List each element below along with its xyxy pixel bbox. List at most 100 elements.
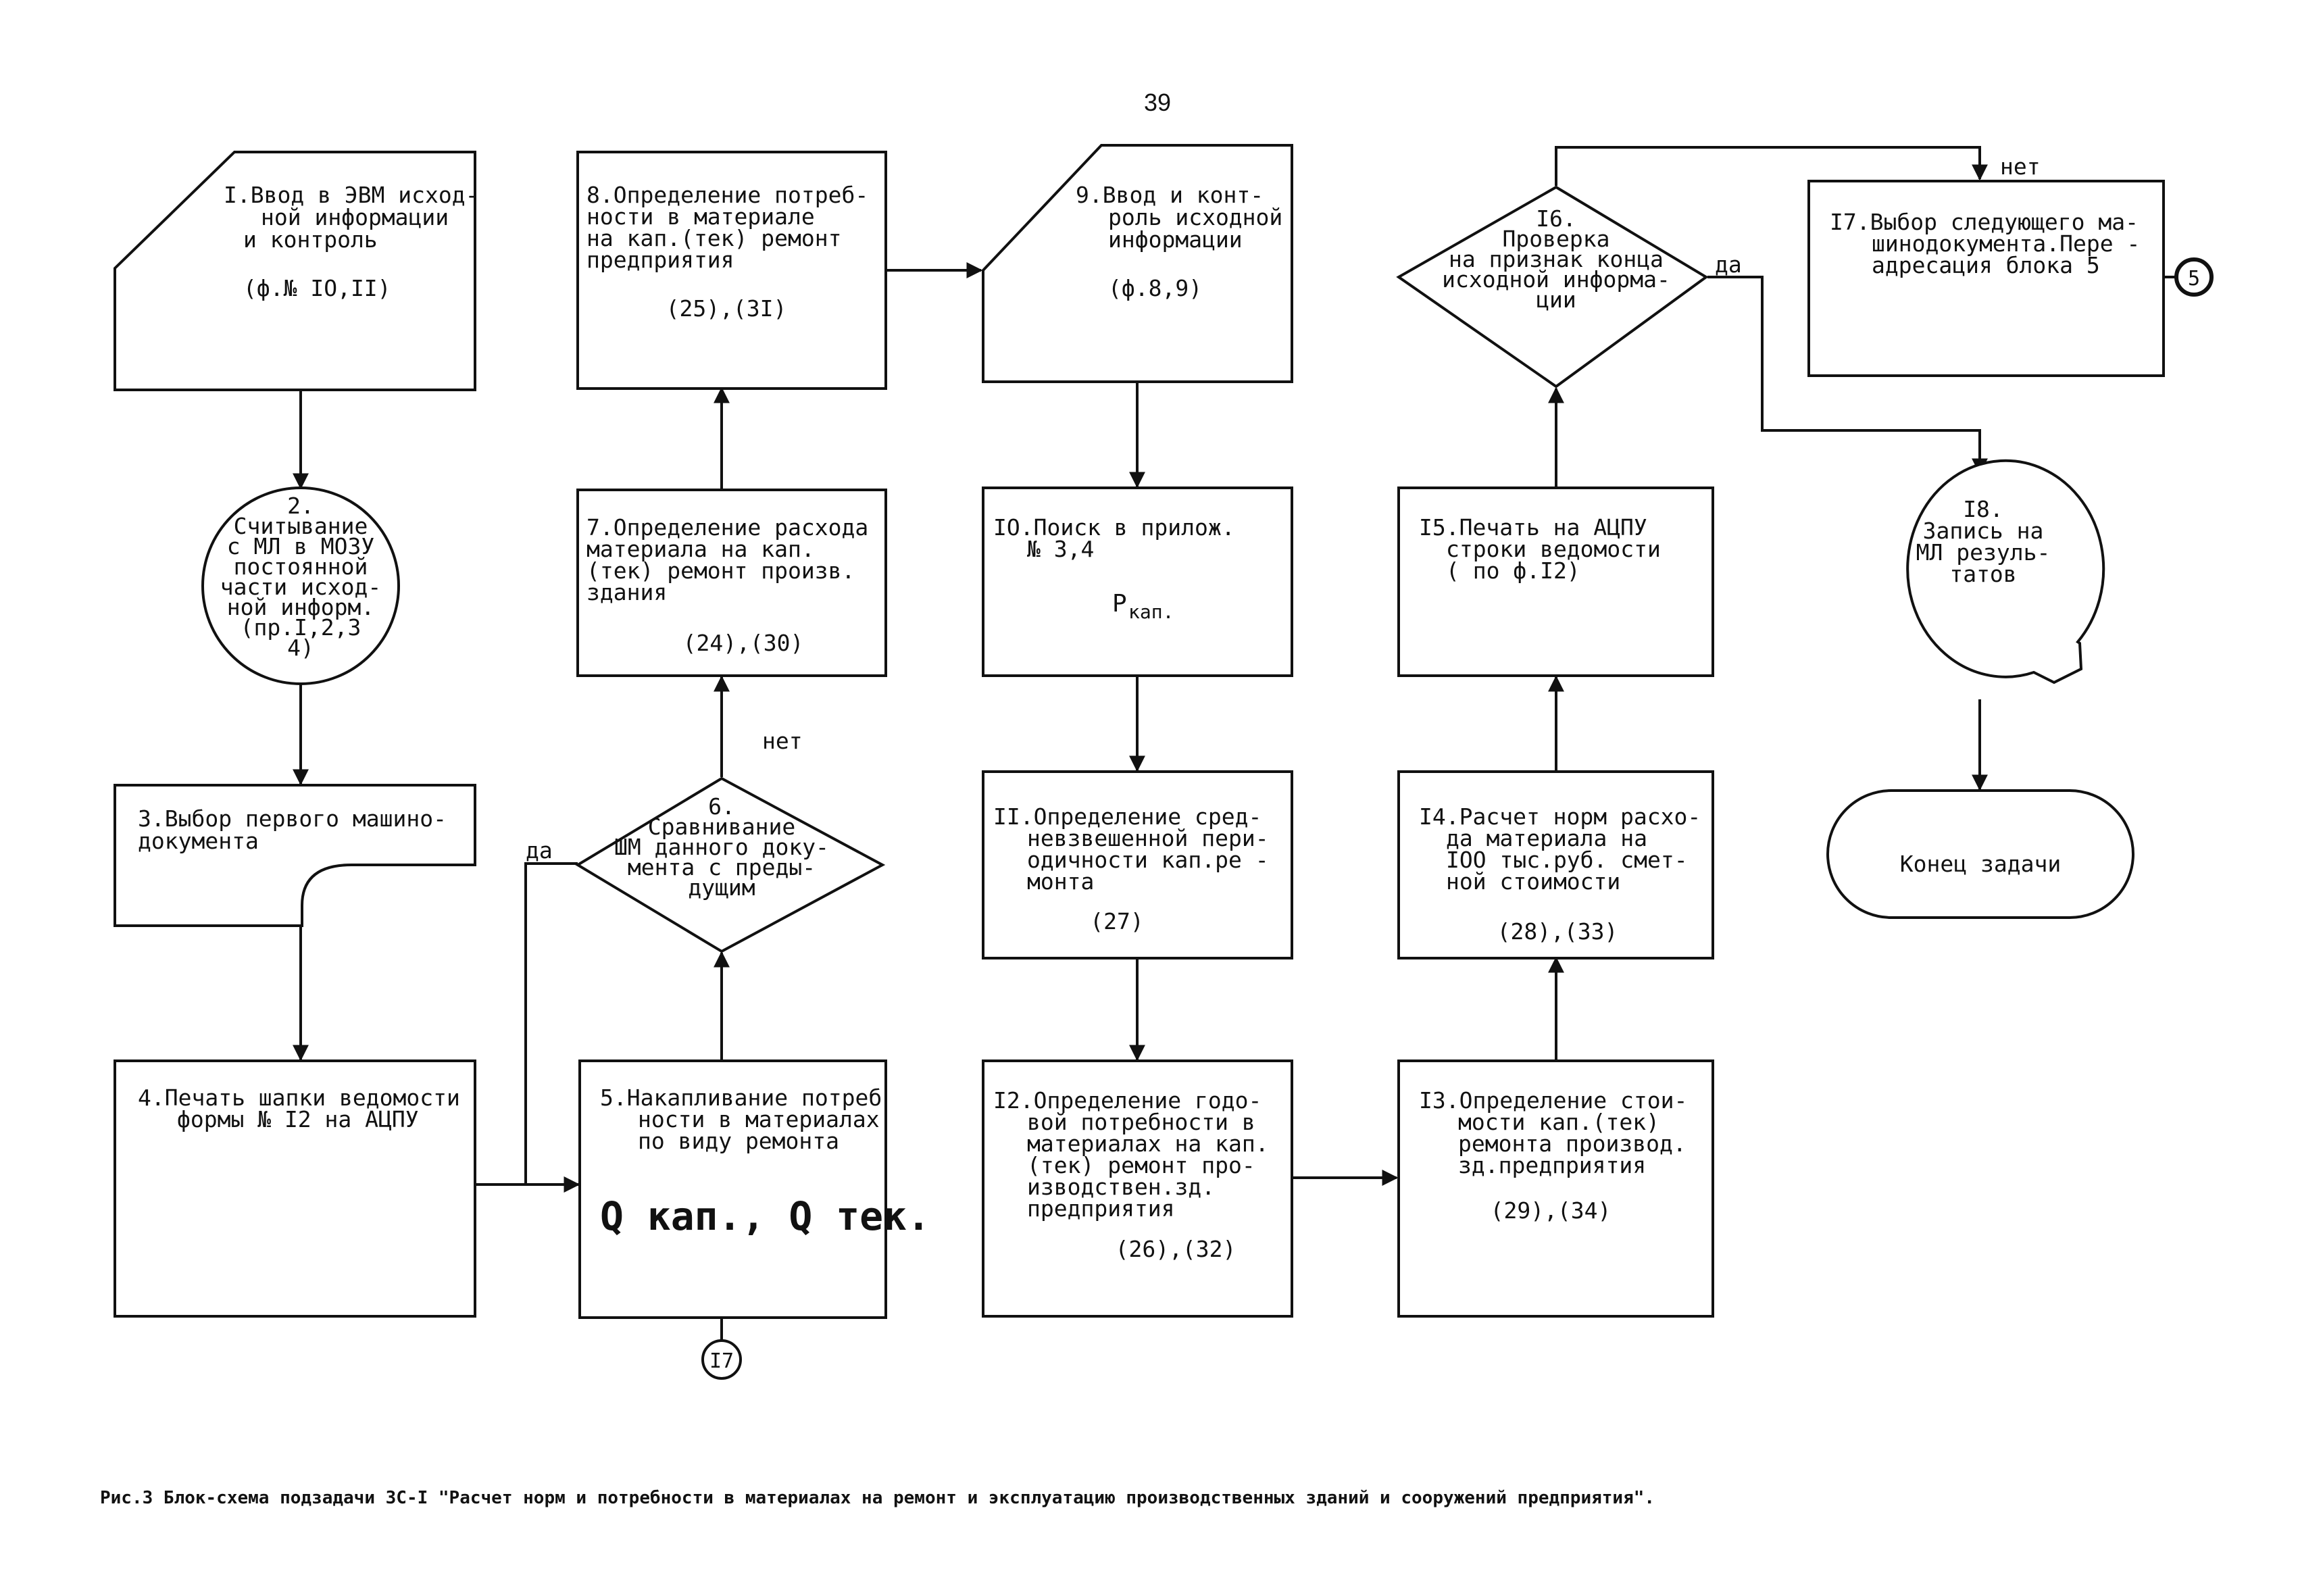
block-16-line-3: на признак конца [1449, 246, 1664, 272]
flow-6-yes-to-5 [524, 862, 578, 1184]
block-7-line-2: материала на кап. [586, 536, 815, 562]
figure-caption: Рис.3 Блок-схема подзадачи ЗС-I "Расчет … [100, 1488, 1655, 1508]
page-number: 39 [1144, 89, 1171, 116]
block-17-line-1: I7.Выбор следующего ма- [1830, 209, 2139, 235]
block-11-periodicity: II.Определение сред- невзвешенной пери- … [982, 770, 1293, 959]
block-5-accumulate: 5.Накапливание потреб ности в материалах… [578, 1059, 930, 1319]
block-3-line-1: 3.Выбор первого машино- [138, 805, 447, 832]
block-7-ref: (24),(30) [683, 630, 804, 656]
block-13-line-4: зд.предприятия [1458, 1152, 1646, 1178]
block-8-line-1: 8.Определение потреб- [586, 182, 868, 208]
block-2-line-1: 2. [287, 493, 314, 519]
block-9-manual-input: 9.Ввод и конт- роль исходной информации … [982, 144, 1293, 383]
block-7-consumption: 7.Определение расхода материала на кап. … [576, 489, 887, 677]
block-14-line-4: ной стоимости [1446, 868, 1620, 895]
block-12-annual-demand: I2.Определение годо- вой потребности в м… [982, 1059, 1293, 1318]
block-12-line-2: вой потребности в [1027, 1109, 1255, 1135]
block-8-line-2: ности в материале [586, 203, 815, 230]
block-18-write-tape: I8. Запись на МЛ резуль- татов [1906, 459, 2105, 684]
block-6-line-2: Сравнивание [648, 814, 796, 840]
block-9-line-3: информации [1108, 226, 1243, 253]
block-7-line-4: здания [586, 579, 667, 605]
block-16-line-1: I6. [1536, 205, 1576, 232]
block-18-line-3: МЛ резуль- [1916, 539, 2051, 566]
block-16-line-4: исходной информа- [1442, 266, 1670, 293]
label-yes-16: да [1715, 251, 1742, 278]
block-6-line-4: мента с преды- [628, 854, 816, 880]
block-18-line-1: I8. [1963, 496, 2003, 522]
block-17-line-3: адресация блока 5 [1872, 252, 2100, 278]
block-14-line-1: I4.Расчет норм расхо- [1419, 803, 1701, 830]
block-11-line-4: монта [1027, 868, 1094, 895]
connector-5-label: 5 [2188, 267, 2200, 291]
flow-16-yes-to-18 [1707, 276, 1988, 475]
block-7-line-1: 7.Определение расхода [586, 514, 868, 541]
block-2-line-3: с МЛ в МОЗУ [227, 533, 375, 559]
block-5-formula: Q кап., Q тек. [600, 1193, 930, 1239]
block-14-line-2: да материала на [1446, 825, 1647, 851]
block-16-end-check: I6. Проверка на признак конца исходной и… [1396, 185, 1709, 389]
block-9-ref: (ф.8,9) [1108, 275, 1202, 301]
block-4-print-header: 4.Печать шапки ведомости формы № I2 на А… [114, 1059, 476, 1318]
block-11-ref: (27) [1090, 908, 1143, 934]
block-12-line-4: (тек) ремонт про- [1027, 1152, 1255, 1178]
block-12-ref: (26),(32) [1116, 1236, 1237, 1262]
block-1-line-2: ной информации [261, 204, 449, 230]
block-14-norms: I4.Расчет норм расхо- да материала на IO… [1397, 770, 1714, 959]
block-10-symbol: P [1112, 590, 1127, 618]
block-10-line-1: IO.Поиск в прилож. [993, 514, 1235, 541]
label-no-6: нет [762, 728, 803, 754]
flow-16-no-to-17 [1555, 146, 1988, 186]
block-13-line-1: I3.Определение стои- [1419, 1087, 1687, 1114]
block-3-line-2: документа [138, 828, 259, 854]
block-6-compare: 6. Сравнивание ШМ данного доку- мента с … [575, 776, 886, 953]
block-13-ref: (29),(34) [1491, 1197, 1612, 1224]
block-4-line-2: формы № I2 на АЦПУ [177, 1106, 419, 1132]
block-8-line-3: на кап.(тек) ремонт [586, 225, 842, 251]
block-1-line-3: и контроль [243, 226, 378, 253]
block-13-line-3: ремонта производ. [1458, 1130, 1687, 1157]
block-15-line-3: ( по ф.I2) [1446, 557, 1580, 584]
block-13-line-2: мости кап.(тек) [1458, 1109, 1659, 1135]
end-terminator: Конец задачи [1826, 789, 2134, 919]
block-12-line-5: изводствен.зд. [1027, 1174, 1215, 1200]
block-9-line-1: 9.Ввод и конт- [1076, 182, 1264, 208]
block-2-tape-read: 2. Считывание с МЛ в МОЗУ постоянной час… [201, 487, 400, 685]
block-2-line-2: Считывание [234, 513, 368, 539]
block-8-line-4: предприятия [586, 247, 734, 273]
block-12-line-1: I2.Определение годо- [993, 1087, 1262, 1114]
block-6-line-1: 6. [708, 793, 735, 820]
block-18-line-4: татов [1949, 561, 2016, 587]
block-2-line-5: части исход- [220, 574, 381, 600]
label-no-16: нет [2000, 153, 2041, 180]
block-5-line-2: ности в материалах [638, 1106, 880, 1132]
block-9-line-2: роль исходной [1108, 204, 1282, 230]
label-yes-6: да [526, 837, 553, 864]
block-1-line-1: I.Ввод в ЭВМ исход- [224, 182, 479, 208]
block-8-demand: 8.Определение потреб- ности в материале … [576, 151, 887, 390]
block-2-line-6: ной информ. [227, 594, 375, 620]
block-3-document: 3.Выбор первого машино- документа [114, 784, 476, 927]
block-15-line-2: строки ведомости [1446, 536, 1661, 562]
block-15-print-row: I5.Печать на АЦПУ строки ведомости ( по … [1397, 487, 1714, 677]
block-1-ref: (ф.№ IO,II) [243, 275, 391, 301]
block-17-next-document: I7.Выбор следующего ма- шинодокумента.Пе… [1807, 180, 2165, 377]
connector-5: 5 [2174, 257, 2214, 297]
block-16-line-2: Проверка [1503, 226, 1610, 252]
block-10-line-2: № 3,4 [1027, 536, 1094, 562]
block-6-line-5: дущим [688, 874, 755, 901]
block-17-line-2: шинодокумента.Пере - [1872, 230, 2140, 257]
block-8-ref: (25),(3I) [666, 295, 787, 322]
block-2-line-8: 4) [287, 634, 314, 661]
block-2-line-4: постоянной [234, 553, 368, 580]
end-label: Конец задачи [1900, 851, 2061, 877]
block-11-line-2: невзвешенной пери- [1027, 825, 1269, 851]
connector-lines [293, 146, 2177, 1341]
connector-17: I7 [701, 1339, 742, 1380]
block-5-line-3: по виду ремонта [638, 1128, 839, 1154]
block-12-line-6: предприятия [1027, 1195, 1175, 1222]
connector-17-label: I7 [709, 1349, 734, 1373]
block-15-line-1: I5.Печать на АЦПУ [1419, 514, 1647, 541]
block-11-line-1: II.Определение сред- [993, 803, 1262, 830]
